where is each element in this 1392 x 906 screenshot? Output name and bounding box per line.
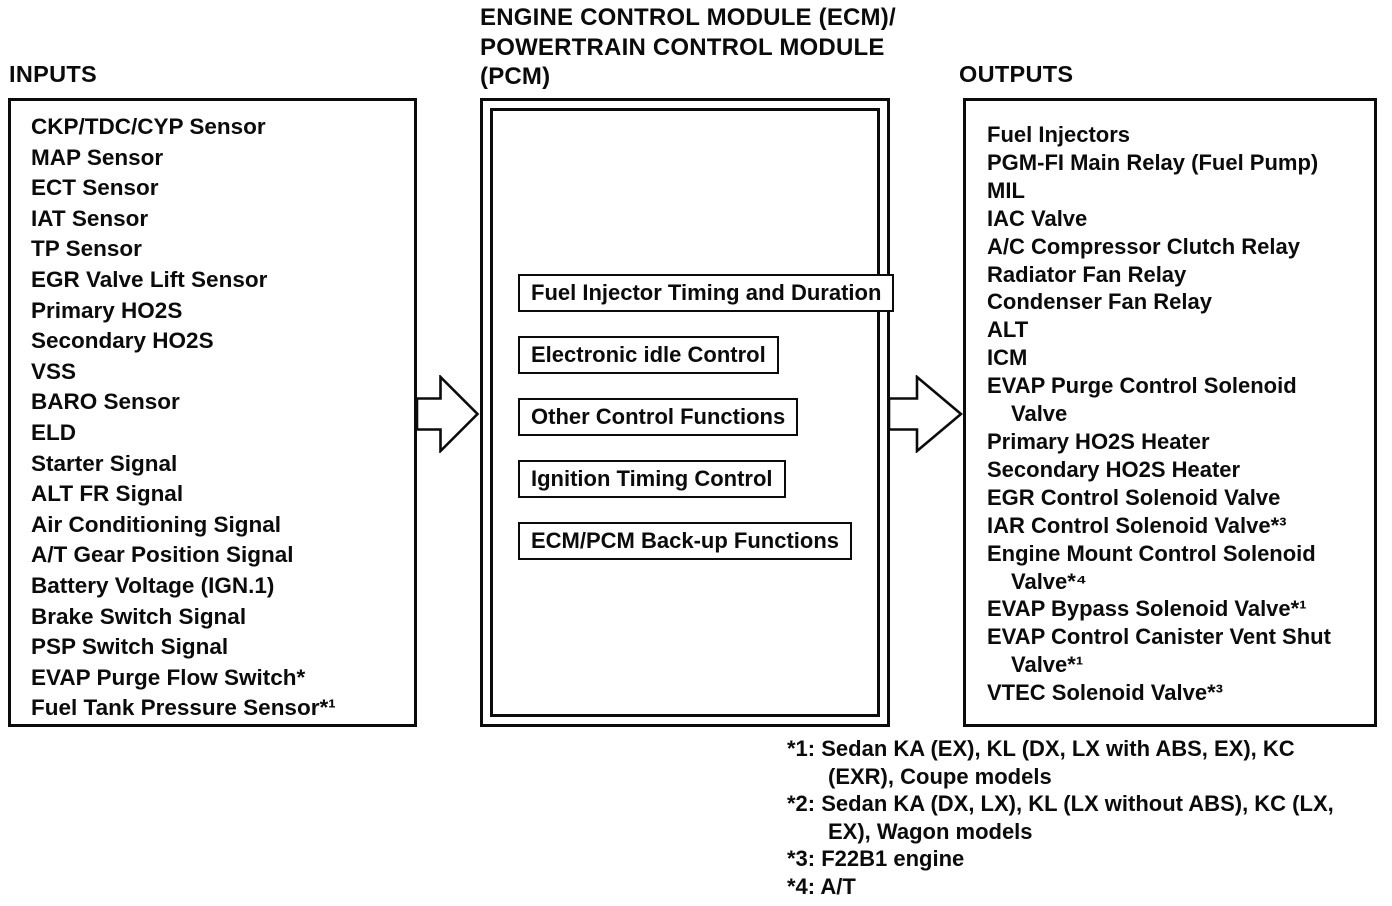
output-device-item: ALT xyxy=(987,317,1029,343)
input-signal-item: IAT Sensor xyxy=(31,205,149,231)
input-signal-item: Primary HO2S xyxy=(31,297,183,323)
input-signal-item: EGR Valve Lift Sensor xyxy=(31,266,268,292)
ecm-function-box: Fuel Injector Timing and Duration xyxy=(518,274,895,312)
input-signal-item: Fuel Tank Pressure Sensor*¹ xyxy=(31,695,336,721)
input-signal-item: Air Conditioning Signal xyxy=(31,511,281,537)
input-signal-item: VSS xyxy=(31,358,77,384)
input-signal-item: CKP/TDC/CYP Sensor xyxy=(31,114,266,139)
input-signal-item: Secondary HO2S xyxy=(31,328,214,354)
ecm-to-outputs-block-arrow-icon xyxy=(889,375,963,453)
output-device-item: EVAP Purge Control Solenoid Valve xyxy=(987,373,1297,427)
output-device-item: Condenser Fan Relay xyxy=(987,289,1212,315)
ecm-function-box: Electronic idle Control xyxy=(518,336,779,374)
output-device-item: Radiator Fan Relay xyxy=(987,261,1187,287)
footnote-item: *4: A/T xyxy=(787,873,856,899)
output-device-item: EVAP Control Canister Vent Shut Valve*¹ xyxy=(987,624,1331,678)
ecm-function-box: Ignition Timing Control xyxy=(518,460,786,498)
footnotes: *1: Sedan KA (EX), KL (DX, LX with ABS, … xyxy=(787,735,1387,900)
ecm-function-box: Other Control Functions xyxy=(518,398,799,436)
output-device-item: ICM xyxy=(987,345,1028,371)
input-signal-item: PSP Switch Signal xyxy=(31,634,229,660)
output-device-item: IAC Valve xyxy=(987,205,1088,231)
input-signal-item: A/T Gear Position Signal xyxy=(31,542,294,568)
input-signal-item: BARO Sensor xyxy=(31,389,180,415)
ecm-heading: ENGINE CONTROL MODULE (ECM)/ POWERTRAIN … xyxy=(480,4,896,90)
output-device-item: A/C Compressor Clutch Relay xyxy=(987,233,1300,259)
input-signal-item: ELD xyxy=(31,419,76,445)
input-signal-item: ECT Sensor xyxy=(31,175,159,201)
output-device-item: IAR Control Solenoid Valve*³ xyxy=(987,512,1287,538)
output-device-item: EGR Control Solenoid Valve xyxy=(987,484,1281,510)
output-device-item: PGM-FI Main Relay (Fuel Pump) xyxy=(987,149,1319,175)
output-device-item: MIL xyxy=(987,177,1025,203)
output-device-item: Primary HO2S Heater xyxy=(987,428,1210,454)
footnote-item: *3: F22B1 engine xyxy=(787,846,965,871)
output-device-item: Secondary HO2S Heater xyxy=(987,456,1241,482)
input-signal-item: Battery Voltage (IGN.1) xyxy=(31,572,275,598)
footnote-item: *2: Sedan KA (DX, LX), KL (LX without AB… xyxy=(787,791,1334,844)
input-signal-item: Brake Switch Signal xyxy=(31,603,247,629)
output-device-item: Engine Mount Control Solenoid Valve*⁴ xyxy=(987,540,1316,594)
input-signal-item: TP Sensor xyxy=(31,236,142,262)
footnote-item: *1: Sedan KA (EX), KL (DX, LX with ABS, … xyxy=(787,736,1295,789)
ecm-function-box: ECM/PCM Back-up Functions xyxy=(518,522,853,560)
outputs-heading: OUTPUTS xyxy=(959,61,1074,87)
inputs-heading: INPUTS xyxy=(9,61,97,87)
output-device-item: EVAP Bypass Solenoid Valve*¹ xyxy=(987,596,1307,622)
output-device-item: VTEC Solenoid Valve*³ xyxy=(987,680,1223,706)
input-signal-item: ALT FR Signal xyxy=(31,481,184,507)
inputs-to-ecm-block-arrow-icon xyxy=(417,375,480,453)
input-signal-item: EVAP Purge Flow Switch* xyxy=(31,664,306,690)
output-device-item: Fuel Injectors xyxy=(987,122,1131,147)
input-signal-item: MAP Sensor xyxy=(31,144,164,170)
input-signal-item: Starter Signal xyxy=(31,450,178,476)
